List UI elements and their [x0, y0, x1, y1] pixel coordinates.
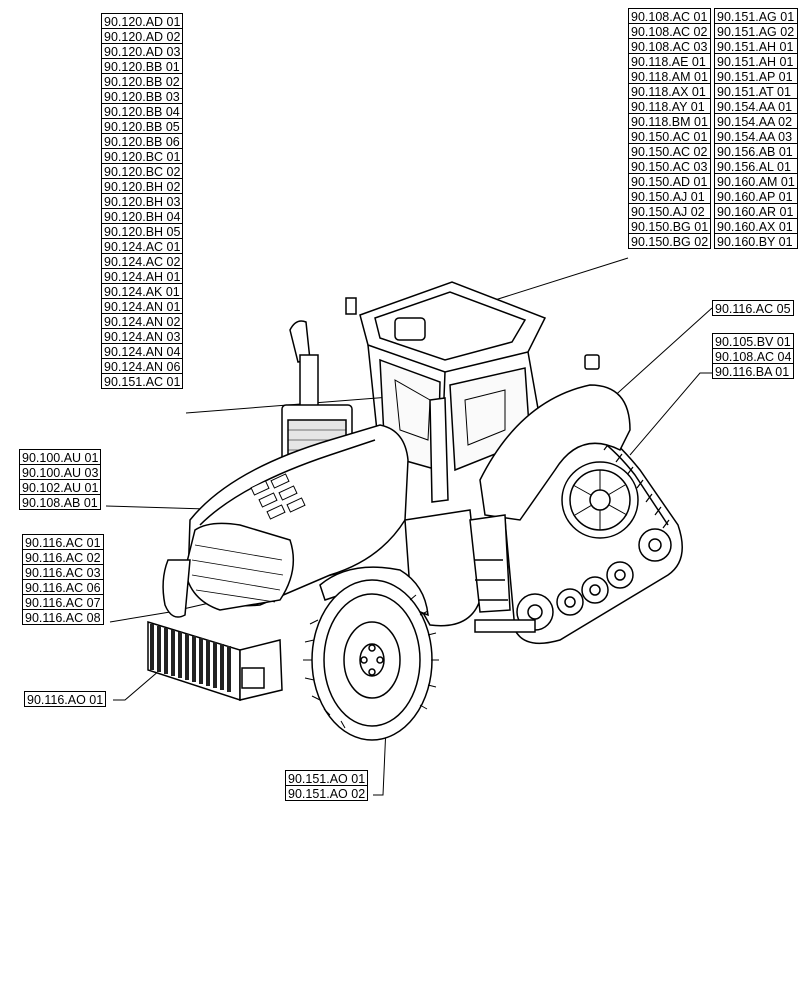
ref-code: 90.150.AC 01 [628, 128, 712, 144]
ref-code: 90.151.AO 01 [285, 770, 369, 786]
ref-code: 90.120.BB 04 [101, 103, 184, 119]
ref-code: 90.124.AH 01 [101, 268, 184, 284]
ref-code: 90.120.AD 03 [101, 43, 184, 59]
ref-code: 90.160.BY 01 [714, 233, 798, 249]
front-weights [147, 620, 283, 702]
ref-code: 90.120.BB 05 [101, 118, 184, 134]
ref-code: 90.116.AC 01 [22, 534, 104, 550]
ref-code: 90.124.AN 01 [101, 298, 184, 314]
ref-code: 90.116.AC 08 [22, 609, 104, 625]
ref-code: 90.120.AD 01 [101, 13, 184, 29]
ref-code: 90.120.BH 04 [101, 208, 184, 224]
ref-code: 90.124.AN 02 [101, 313, 184, 329]
ref-code: 90.120.BB 01 [101, 58, 184, 74]
ref-code: 90.118.AX 01 [628, 83, 712, 99]
ref-code: 90.116.BA 01 [712, 363, 795, 379]
ref-code: 90.120.BB 03 [101, 88, 184, 104]
ref-code: 90.116.AC 02 [22, 549, 104, 565]
ref-code: 90.120.BC 02 [101, 163, 184, 179]
ref-code: 90.108.AC 03 [628, 38, 712, 54]
ref-code: 90.105.BV 01 [712, 333, 795, 349]
ref-code: 90.160.AX 01 [714, 218, 798, 234]
hood [184, 424, 409, 611]
ref-code: 90.151.AH 01 [714, 38, 798, 54]
ref-code: 90.116.AC 07 [22, 594, 104, 610]
ref-code: 90.120.BH 02 [101, 178, 184, 194]
ref-code: 90.116.AC 03 [22, 564, 104, 580]
ref-code: 90.154.AA 02 [714, 113, 798, 129]
ref-code: 90.118.AY 01 [628, 98, 712, 114]
ref-code: 90.124.AC 02 [101, 253, 184, 269]
ref-code: 90.151.AT 01 [714, 83, 798, 99]
ref-code: 90.120.BH 05 [101, 223, 184, 239]
ref-code: 90.160.AP 01 [714, 188, 798, 204]
ref-code: 90.160.AM 01 [714, 173, 798, 189]
ref-code: 90.156.AB 01 [714, 143, 798, 159]
ref-code: 90.150.AJ 01 [628, 188, 712, 204]
ref-code: 90.100.AU 03 [19, 464, 102, 480]
ref-code: 90.124.AN 06 [101, 358, 184, 374]
ref-code: 90.120.BB 02 [101, 73, 184, 89]
ref-code: 90.124.AN 04 [101, 343, 184, 359]
ref-code: 90.118.AE 01 [628, 53, 712, 69]
ref-code: 90.154.AA 03 [714, 128, 798, 144]
ref-code: 90.120.BB 06 [101, 133, 184, 149]
callout-front-fender: 90.116.AC 01 90.116.AC 02 90.116.AC 03 9… [22, 534, 104, 625]
ref-code: 90.150.BG 02 [628, 233, 712, 249]
ref-code: 90.120.AD 02 [101, 28, 184, 44]
ref-code: 90.150.AC 02 [628, 143, 712, 159]
ref-code: 90.118.BM 01 [628, 113, 712, 129]
ref-code: 90.120.BH 03 [101, 193, 184, 209]
ref-code: 90.154.AA 01 [714, 98, 798, 114]
ref-code: 90.150.AC 03 [628, 158, 712, 174]
callout-rear-fender: 90.116.AC 05 [712, 300, 794, 316]
ref-code: 90.102.AU 01 [19, 479, 102, 495]
ref-code: 90.151.AH 01 [714, 53, 798, 69]
ref-code: 90.124.AK 01 [101, 283, 184, 299]
ref-code: 90.118.AM 01 [628, 68, 712, 84]
ref-code: 90.151.AO 02 [285, 785, 369, 801]
callout-front-wheel: 90.151.AO 01 90.151.AO 02 [285, 770, 369, 801]
ref-code: 90.108.AC 01 [628, 8, 712, 24]
ref-code: 90.151.AG 01 [714, 8, 798, 24]
ref-code: 90.116.AO 01 [24, 691, 107, 707]
callout-track: 90.105.BV 01 90.108.AC 04 90.116.BA 01 [712, 333, 795, 379]
ref-code: 90.151.AG 02 [714, 23, 798, 39]
ref-code: 90.150.AJ 02 [628, 203, 712, 219]
ref-code: 90.151.AC 01 [101, 373, 184, 389]
ref-code: 90.160.AR 01 [714, 203, 798, 219]
ref-code: 90.116.AC 06 [22, 579, 104, 595]
ref-code: 90.108.AB 01 [19, 494, 102, 510]
ref-code: 90.124.AN 03 [101, 328, 184, 344]
callout-cab-interior: 90.120.AD 01 90.120.AD 02 90.120.AD 03 9… [101, 13, 184, 389]
ref-code: 90.108.AC 04 [712, 348, 795, 364]
ref-code: 90.108.AC 02 [628, 23, 712, 39]
callout-hood: 90.100.AU 01 90.100.AU 03 90.102.AU 01 9… [19, 449, 102, 510]
callout-cab-roof-col1: 90.108.AC 01 90.108.AC 02 90.108.AC 03 9… [628, 8, 712, 249]
ref-code: 90.116.AC 05 [712, 300, 794, 316]
rear-fender [479, 354, 631, 521]
ref-code: 90.151.AP 01 [714, 68, 798, 84]
ref-code: 90.156.AL 01 [714, 158, 798, 174]
ref-code: 90.150.BG 01 [628, 218, 712, 234]
ref-code: 90.120.BC 01 [101, 148, 184, 164]
ref-code: 90.100.AU 01 [19, 449, 102, 465]
callout-cab-roof-col2: 90.151.AG 01 90.151.AG 02 90.151.AH 01 9… [714, 8, 798, 249]
ref-code: 90.150.AD 01 [628, 173, 712, 189]
left-front-wheel [162, 559, 191, 618]
ref-code: 90.124.AC 01 [101, 238, 184, 254]
front-wheel [303, 579, 439, 741]
callout-front-weights: 90.116.AO 01 [24, 691, 107, 707]
